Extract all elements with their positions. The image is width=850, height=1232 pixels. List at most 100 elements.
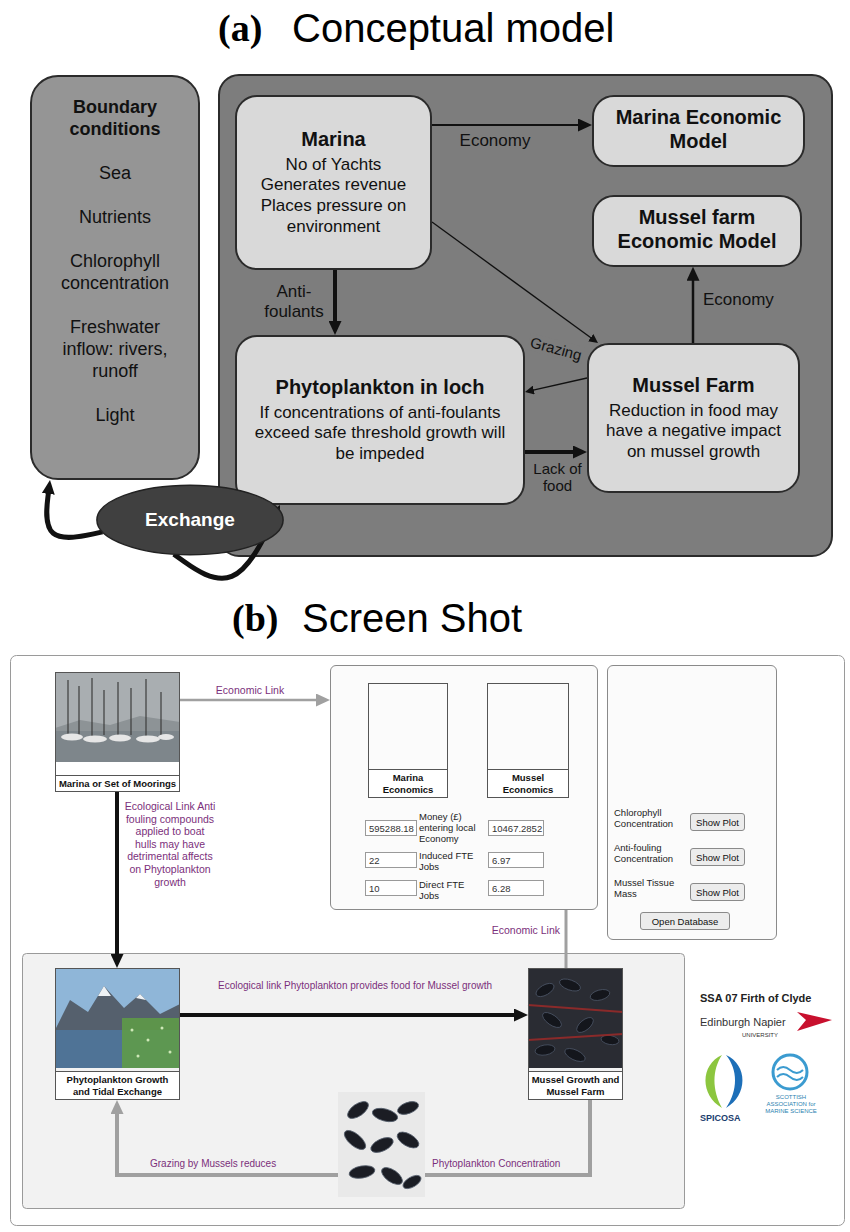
node-heading: Mussel Farm (632, 373, 754, 397)
node-text: Chlorophyll concentration (42, 251, 188, 295)
mussel-farm-photo (528, 1005, 623, 1040)
node-text: Show Plot (696, 887, 739, 898)
ecology-panel (23, 954, 685, 1209)
connector-arrow (525, 450, 579, 454)
mussel-farm-photo (540, 1010, 564, 1031)
node-text: Sea (99, 163, 131, 185)
edge-label: Phytoplankton Concentration (432, 1158, 572, 1170)
marina-photo (78, 686, 79, 735)
node-text: Generates revenue (261, 175, 407, 196)
edge-label: Ecological link Phytoplankton provides f… (205, 980, 505, 992)
node-text: Mussel Tissue Mass (614, 878, 688, 900)
node-heading: Marina Economic Model (604, 105, 793, 154)
loch-photo (137, 1055, 140, 1058)
marina-photo (83, 736, 107, 743)
edge-label: Grazing (527, 333, 586, 364)
edge-label: Economic Link (480, 924, 560, 937)
process-box: Phytoplankton in loch If concentrations o… (235, 335, 525, 505)
panel-letter: (a) (218, 6, 262, 52)
marina-photo (55, 672, 180, 762)
edge-label: Grazing by Mussels reduces (150, 1158, 330, 1170)
logo-text: SSA 07 Firth of Clyde (700, 992, 811, 1005)
marina-photo (61, 734, 83, 741)
edge-label: Economy (703, 290, 783, 310)
marina-photo (91, 678, 92, 736)
screen-frame (11, 656, 845, 1226)
mussel-photo (369, 1134, 396, 1155)
node-text: Light (95, 405, 134, 427)
node-text: 10 (369, 883, 380, 894)
mussel-farm-photo (563, 1046, 587, 1064)
mussel-photo (371, 1106, 399, 1124)
logo-text: SPICOSA (700, 1113, 741, 1124)
sams-logo (773, 1055, 807, 1089)
marina-photo (136, 736, 160, 743)
mussel-photo (338, 1092, 425, 1197)
button: Show Plot (690, 883, 745, 901)
button: Open Database (640, 912, 730, 930)
logo-text: Edinburgh Napier (700, 1016, 786, 1029)
node-text: Exchange (145, 509, 235, 531)
mussel-photo (379, 1164, 406, 1188)
loch-photo (169, 1051, 172, 1054)
mussel-farm-photo (528, 968, 623, 1068)
mussel-farm-photo (534, 977, 620, 1065)
plot-panel: Chlorophyll ConcentrationAnti-fouling Co… (607, 665, 777, 940)
mussel-farm-photo (574, 1015, 596, 1036)
connector-arrow (432, 124, 584, 126)
node-text: Places pressure on environment (247, 196, 420, 237)
loch-photo (122, 1018, 180, 1068)
panel-letter: (b) (232, 596, 278, 642)
mussel-farm-photo (534, 981, 556, 1000)
marina-photo (67, 680, 68, 734)
process-box: Marina Economic Model (592, 95, 805, 167)
connector-arrow (692, 275, 695, 343)
connector-arrow (115, 792, 119, 960)
node-text: Freshwater inflow: rivers, runoff (42, 317, 188, 383)
node-text: Show Plot (696, 817, 739, 828)
mussel-photo (338, 1092, 425, 1197)
sams-logo (777, 1067, 803, 1080)
mussel-farm-photo (558, 977, 582, 994)
node-text: Marina or Set of Moorings (56, 775, 179, 791)
marina-photo (117, 682, 118, 736)
loch-photo (98, 986, 146, 1000)
node-text: Marina Economics (369, 769, 447, 797)
marina-photo (145, 679, 146, 736)
value-field: 22 (365, 852, 417, 868)
loch-photo (131, 1027, 172, 1058)
node-heading: Marina (301, 127, 365, 151)
mussel-farm-photo (528, 968, 623, 1068)
mussel-photo (348, 1164, 376, 1180)
button: Show Plot (690, 813, 745, 831)
exchange-ellipse: Exchange (95, 483, 285, 557)
node-text: 6.97 (492, 855, 511, 866)
edge-label: Economy (440, 131, 550, 151)
node-text: Anti-fouling Concentration (614, 843, 688, 865)
loch-photo (55, 968, 180, 1068)
loch-photo (161, 1027, 164, 1030)
node-text: 595288.18 (369, 823, 414, 834)
button: Show Plot (690, 848, 745, 866)
mussel-photo (345, 1098, 372, 1122)
image-panel: Marina Economics (368, 683, 448, 798)
process-box: Mussel FarmReduction in food may have a … (587, 343, 800, 493)
node-heading: Phytoplankton in loch (276, 375, 485, 399)
mussel-photo (401, 1173, 423, 1192)
connector-arrow (432, 222, 594, 340)
node-text: 10467.2852 (492, 823, 542, 834)
marina-photo (68, 678, 161, 736)
model-panel (219, 75, 832, 556)
mussel-farm-photo (534, 1043, 555, 1056)
node-text: Nutrients (79, 207, 151, 229)
mussel-photo (341, 1098, 423, 1191)
node-text: If concentrations of anti-foulants excee… (247, 403, 513, 465)
image-panel: Mussel Growth and Mussel Farm (528, 968, 623, 1100)
value-field: 6.28 (488, 880, 544, 896)
mussel-photo (396, 1099, 420, 1117)
logo-text: UNIVERSITY (742, 1032, 778, 1039)
loch-photo (131, 1029, 134, 1032)
marina-photo (130, 688, 131, 735)
value-field: 10 (365, 880, 417, 896)
